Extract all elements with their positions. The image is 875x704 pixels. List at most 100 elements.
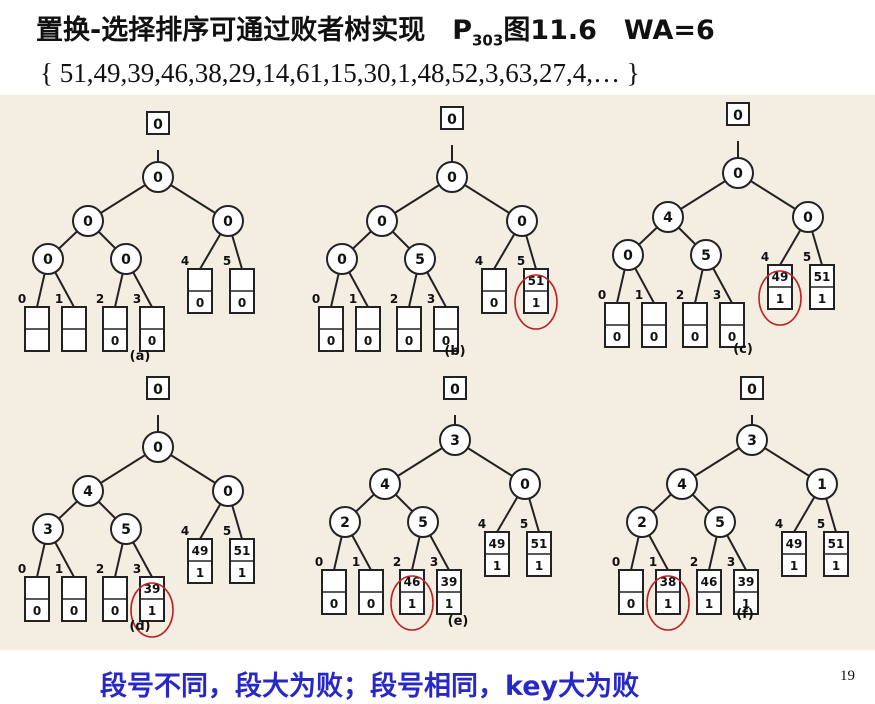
slot-number: 0 xyxy=(612,555,620,569)
slide-title: 置换-选择排序可通过败者树实现 P303图11.6 WA=6 xyxy=(36,8,715,49)
tree-node-value: 5 xyxy=(715,515,725,531)
title-main: 置换-选择排序可通过败者树实现 P xyxy=(36,15,472,46)
highlight-circle xyxy=(758,270,802,326)
panel-label: (f) xyxy=(736,607,754,622)
tree-node-value: 0 xyxy=(83,214,93,230)
winner-index: 0 xyxy=(747,382,757,398)
leaf-run: 0 xyxy=(330,597,338,611)
highlight-circle xyxy=(646,575,690,631)
winner-box xyxy=(726,102,750,126)
leaf-run: 1 xyxy=(776,292,784,306)
tree-node xyxy=(407,506,439,538)
winner-box xyxy=(146,111,170,135)
title-tail: 图11.6 WA=6 xyxy=(503,15,715,46)
slot-number: 4 xyxy=(761,250,769,264)
winner-box xyxy=(146,376,170,400)
tree-node xyxy=(704,506,736,538)
slot-number: 2 xyxy=(676,288,684,302)
tree-node-value: 3 xyxy=(747,433,757,449)
leaf-run: 0 xyxy=(691,330,699,344)
tree-node-value: 0 xyxy=(153,170,163,186)
tree-node-value: 0 xyxy=(43,252,53,268)
slot-number: 3 xyxy=(427,292,435,306)
leaf-run: 1 xyxy=(196,566,204,580)
slot-number: 5 xyxy=(517,254,525,268)
winner-index: 0 xyxy=(153,117,163,133)
tree-node-value: 3 xyxy=(43,522,53,538)
leaf-run: 0 xyxy=(238,296,246,310)
tree-node-value: 4 xyxy=(380,477,390,493)
rule-note: 段号不同，段大为败；段号相同，key大为败 xyxy=(100,671,640,702)
tree-node xyxy=(626,506,658,538)
leaf-key: 46 xyxy=(404,575,421,589)
panel-label: (e) xyxy=(448,614,469,629)
tree-node-value: 0 xyxy=(223,484,233,500)
highlight-circle xyxy=(390,575,434,631)
leaf-run: 1 xyxy=(408,597,416,611)
slot-number: 0 xyxy=(315,555,323,569)
slot-number: 3 xyxy=(727,555,735,569)
leaf-run: 1 xyxy=(664,597,672,611)
tree-node xyxy=(612,239,644,271)
tree-node-value: 2 xyxy=(637,515,647,531)
leaf-run: 1 xyxy=(493,559,501,573)
tree-node xyxy=(509,468,541,500)
highlight-circle xyxy=(514,274,558,330)
leaf-key: 39 xyxy=(738,575,755,589)
leaf-key: 51 xyxy=(234,544,251,558)
winner-box xyxy=(443,376,467,400)
leaf-run: 1 xyxy=(705,597,713,611)
leaf-run: 0 xyxy=(70,604,78,618)
leaf-run: 0 xyxy=(627,597,635,611)
tree-node xyxy=(736,424,768,456)
tree-node xyxy=(32,243,64,275)
tree-node xyxy=(436,161,468,193)
leaf-run: 0 xyxy=(148,334,156,348)
leaf-run: 1 xyxy=(818,292,826,306)
tree-node xyxy=(806,468,838,500)
winner-index: 0 xyxy=(733,108,743,124)
leaf-run: 0 xyxy=(650,330,658,344)
tree-node xyxy=(72,475,104,507)
winner-box xyxy=(440,106,464,130)
tree-node-value: 0 xyxy=(517,214,527,230)
tree-node xyxy=(366,205,398,237)
slot-number: 2 xyxy=(96,562,104,576)
tree-node xyxy=(439,424,471,456)
leaf-key: 38 xyxy=(660,575,677,589)
slot-number: 1 xyxy=(349,292,357,306)
leaf-key: 39 xyxy=(144,582,161,596)
leaf-run: 0 xyxy=(613,330,621,344)
tree-node xyxy=(142,431,174,463)
slot-number: 2 xyxy=(390,292,398,306)
leaf-run: 0 xyxy=(364,334,372,348)
slot-number: 5 xyxy=(817,517,825,531)
slot-number: 3 xyxy=(430,555,438,569)
tree-node xyxy=(329,506,361,538)
leaf-run: 1 xyxy=(148,604,156,618)
leaf-key: 39 xyxy=(441,575,458,589)
tree-node-value: 5 xyxy=(701,248,711,264)
leaf-run: 1 xyxy=(238,566,246,580)
tree-node-value: 4 xyxy=(677,477,687,493)
title-page-subscript: 303 xyxy=(472,31,504,50)
winner-box xyxy=(740,376,764,400)
leaf-key: 49 xyxy=(786,537,803,551)
tree-node-value: 0 xyxy=(377,214,387,230)
tree-node-value: 5 xyxy=(121,522,131,538)
leaf-key: 51 xyxy=(531,537,548,551)
tree-node-value: 2 xyxy=(340,515,350,531)
slot-number: 2 xyxy=(690,555,698,569)
winner-index: 0 xyxy=(450,382,460,398)
tree-node xyxy=(110,513,142,545)
panel-label: (a) xyxy=(130,349,151,364)
slot-number: 5 xyxy=(223,524,231,538)
tree-node xyxy=(722,157,754,189)
slot-number: 1 xyxy=(55,562,63,576)
panel-label: (c) xyxy=(733,342,753,357)
tree-node-value: 0 xyxy=(223,214,233,230)
